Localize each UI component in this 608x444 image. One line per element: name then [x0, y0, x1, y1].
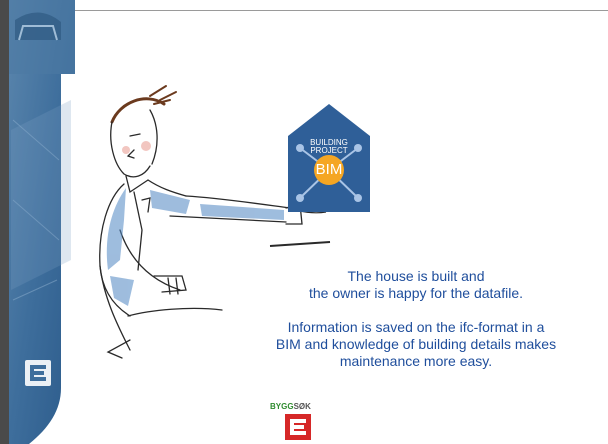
- top-rule: [75, 10, 608, 11]
- badge-bim-label: BIM: [315, 161, 343, 178]
- slide-text: The house is built and the owner is happ…: [238, 268, 594, 370]
- badge-label-line2: PROJECT: [310, 146, 348, 155]
- eb-logo-icon: [25, 360, 51, 386]
- byggsok-word-part1: BYGG: [270, 402, 294, 411]
- table-edge-line: [269, 241, 331, 247]
- text-line-4: BIM and knowledge of building details ma…: [275, 336, 557, 352]
- byggsok-word-part2: SØK: [293, 402, 311, 411]
- man-figure: [99, 85, 303, 359]
- left-band: [9, 0, 75, 444]
- slide-left-edge: [0, 0, 9, 444]
- bim-house-icon: [288, 104, 370, 212]
- text-line-5: maintenance more easy.: [339, 353, 493, 369]
- text-line-1: The house is built and: [347, 268, 485, 284]
- badge-label-line1: BUILDING: [310, 138, 348, 147]
- text-line-3: Information is saved on the ifc-format i…: [287, 319, 545, 335]
- bim-badge: BUILDING PROJECT BIM: [286, 102, 372, 214]
- text-line-2: the owner is happy for the datafile.: [308, 285, 524, 301]
- jacket-shading: [106, 188, 284, 306]
- byggsok-wordmark: BYGGSØK: [270, 402, 330, 411]
- byggsok-logo: BYGGSØK: [270, 402, 330, 444]
- man-holding-bim-illustration: [99, 85, 331, 359]
- byggsok-logo-icon: [285, 414, 311, 440]
